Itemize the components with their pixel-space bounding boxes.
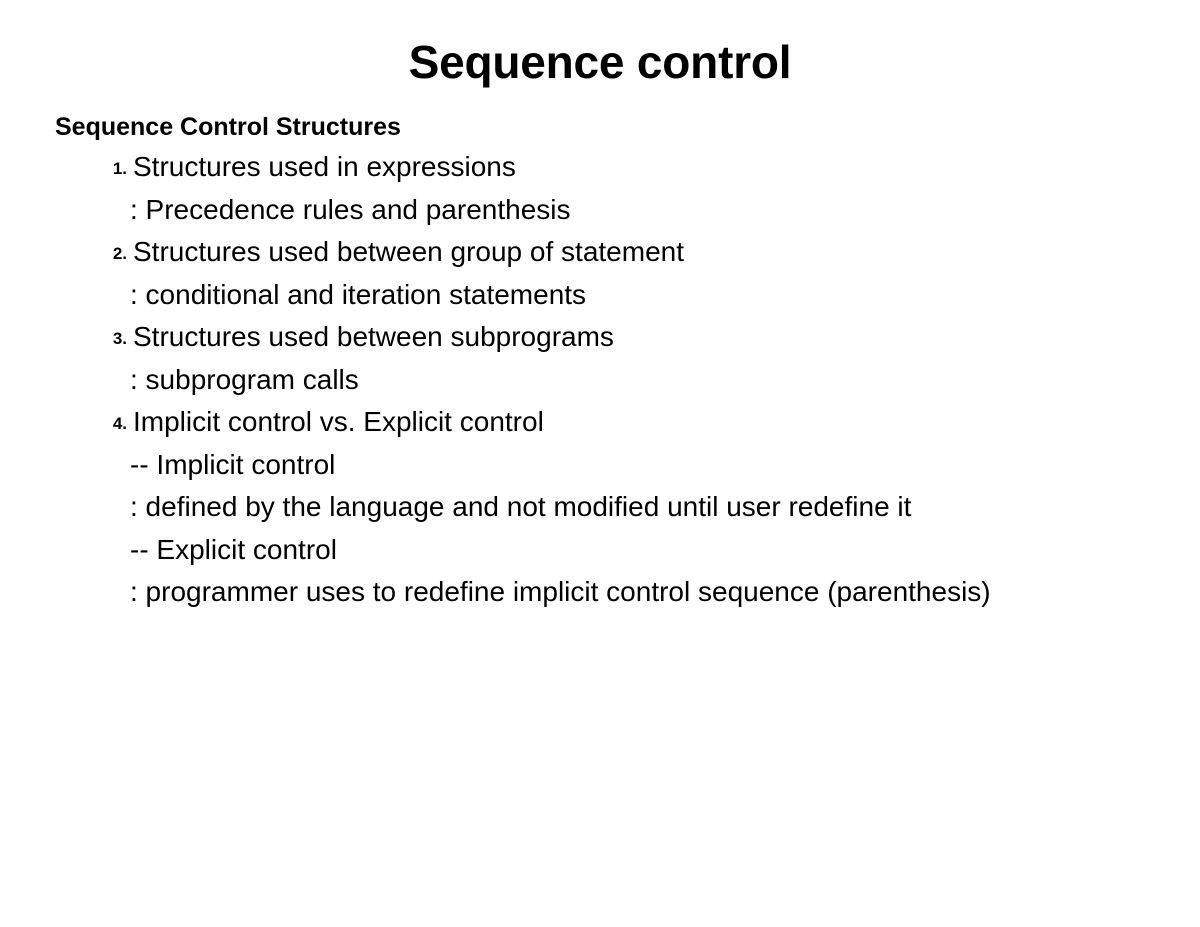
list-item-number: 3. xyxy=(112,329,127,348)
list-item-subline: -- Explicit control xyxy=(130,533,337,565)
list-item-subline: : defined by the language and not modifi… xyxy=(130,491,912,522)
list-item: 1. Structures used in expressions : Prec… xyxy=(55,146,1155,231)
list-item-number: 2. xyxy=(112,244,127,263)
page-title: Sequence control xyxy=(408,36,792,88)
section-heading: Sequence Control Structures xyxy=(55,113,401,141)
list-item-subline: : subprogram calls xyxy=(130,363,359,395)
list-item-label: Structures used between group of stateme… xyxy=(133,236,684,267)
list-item-label: Structures used in expressions xyxy=(133,151,516,182)
list-item: 2. Structures used between group of stat… xyxy=(55,231,1155,316)
list-item: 3. Structures used between subprograms :… xyxy=(55,316,1155,401)
list-item-number: 4. xyxy=(112,414,127,433)
list-item-row: 1. Structures used in expressions xyxy=(55,146,1155,189)
list-item-subline: : programmer uses to redefine implicit c… xyxy=(130,576,991,607)
list-item-subline: : Precedence rules and parenthesis xyxy=(130,193,571,225)
list-item-number: 1. xyxy=(112,159,127,178)
numbered-list: 1. Structures used in expressions : Prec… xyxy=(55,146,1155,614)
list-item-label: Structures used between subprograms xyxy=(133,321,614,352)
list-item-row: 4. Implicit control vs. Explicit control xyxy=(55,401,1155,444)
slide-body: Sequence Control Structures 1. Structure… xyxy=(55,110,1155,614)
list-item: 4. Implicit control vs. Explicit control… xyxy=(55,401,1155,614)
list-item-label: Implicit control vs. Explicit control xyxy=(133,406,544,437)
list-item-subline: -- Implicit control xyxy=(130,448,336,480)
list-item-row: 2. Structures used between group of stat… xyxy=(55,231,1155,274)
list-item-subline: : conditional and iteration statements xyxy=(130,278,587,310)
list-item-row: 3. Structures used between subprograms xyxy=(55,316,1155,359)
